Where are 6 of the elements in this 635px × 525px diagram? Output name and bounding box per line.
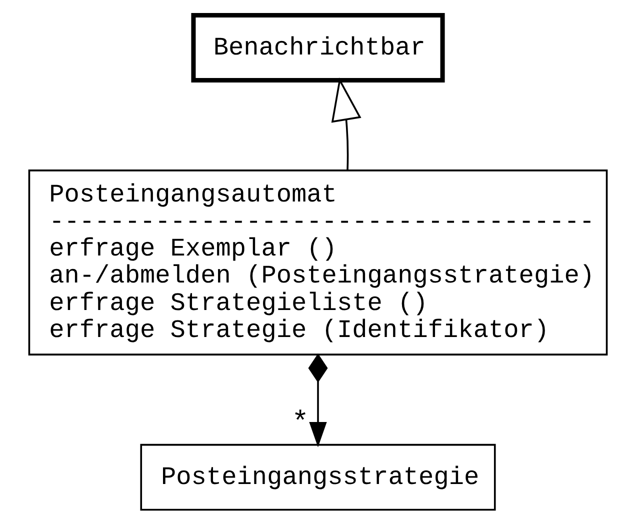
edge-label: * xyxy=(291,406,308,440)
arrow xyxy=(330,78,361,170)
node-box: Posteingangsstrategie xyxy=(140,444,496,511)
node-box: Posteingangsautomat ------------------------------------ erfrage Exemplar () an-/abmelden (Posteingangsstrategie) erfrage Strategieliste () erfrage Strategie (Identifikator) xyxy=(28,170,608,356)
arrow xyxy=(308,353,328,448)
node-box: Benachrichtbar xyxy=(190,12,444,82)
